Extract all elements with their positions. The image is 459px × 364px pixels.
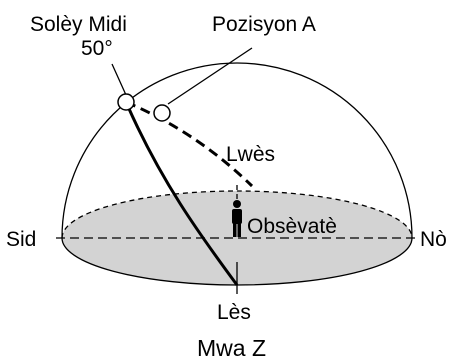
sun-path-back <box>125 100 254 188</box>
noon-sun-marker <box>117 93 135 111</box>
caption: Mwa Z <box>197 335 266 361</box>
south-label: Sid <box>6 228 36 251</box>
east-label: Lès <box>217 301 251 324</box>
horizon-back-edge <box>61 190 413 239</box>
north-label: Nò <box>420 228 447 251</box>
horizon-plane <box>62 191 412 285</box>
west-label: Lwès <box>226 143 275 166</box>
observer-label: Obsèvatè <box>247 215 337 238</box>
sun-path-front <box>124 101 239 286</box>
observer-icon <box>232 200 242 237</box>
position-a-leader <box>167 47 253 105</box>
noon-angle-label: 50° <box>81 37 113 60</box>
position-a-sun-marker <box>153 104 171 122</box>
noon-sun-label: Solèy Midi <box>30 13 127 36</box>
noon-sun-leader <box>111 63 127 96</box>
sky-dome <box>61 62 413 239</box>
position-a-label: Pozisyon A <box>212 13 316 36</box>
